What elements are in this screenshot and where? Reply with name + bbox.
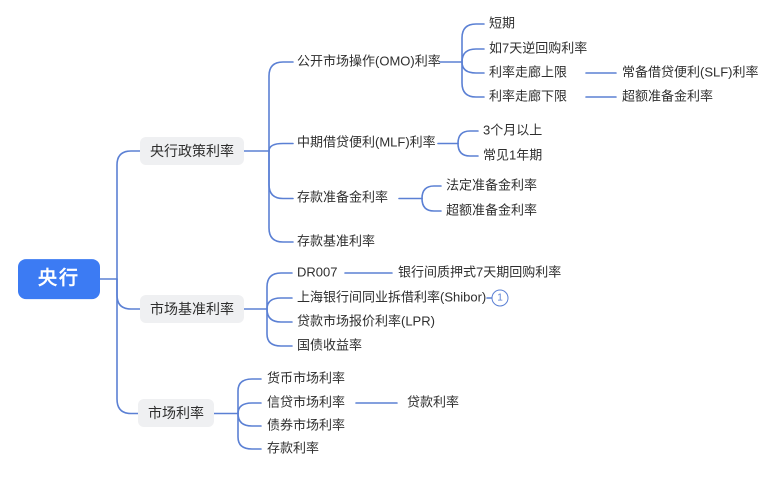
node-dr007[interactable]: DR007 [297,264,338,280]
node-short-term[interactable]: 短期 [489,15,516,31]
node-rate-corridor-upper[interactable]: 利率走廊上限 [489,64,568,80]
node-slf-rate[interactable]: 常备借贷便利(SLF)利率 [622,64,759,80]
node-central-bank-root[interactable]: 央行 [18,259,101,299]
node-7day-reverse-repo[interactable]: 如7天逆回购利率 [489,40,588,56]
node-lpr[interactable]: 贷款市场报价利率(LPR) [297,313,435,329]
node-interbank-pledged-7day-repo-rate[interactable]: 银行间质押式7天期回购利率 [398,264,562,280]
node-loan-rate[interactable]: 贷款利率 [407,394,460,410]
node-treasury-yield[interactable]: 国债收益率 [297,337,363,353]
node-bond-market-rate[interactable]: 债券市场利率 [267,417,346,433]
node-excess-reserve-rate-corridor[interactable]: 超额准备金利率 [622,88,714,104]
node-statutory-reserve-rate[interactable]: 法定准备金利率 [446,177,538,193]
node-market-benchmark-rate[interactable]: 市场基准利率 [140,294,244,324]
node-common-1-year[interactable]: 常见1年期 [483,147,543,163]
node-market-rate[interactable]: 市场利率 [138,398,214,428]
node-excess-reserve-rate[interactable]: 超额准备金利率 [446,202,538,218]
node-deposit-rate[interactable]: 存款利率 [267,440,320,456]
node-mlf-rate[interactable]: 中期借贷便利(MLF)利率 [297,134,436,150]
node-omo-rate[interactable]: 公开市场操作(OMO)利率 [297,53,441,69]
node-credit-market-rate[interactable]: 信贷市场利率 [267,394,346,410]
node-shibor[interactable]: 上海银行间同业拆借利率(Shibor) [297,289,487,305]
shibor-note-badge[interactable]: 1 [491,289,509,307]
node-3-month-plus[interactable]: 3个月以上 [483,122,543,138]
node-central-bank-policy-rate[interactable]: 央行政策利率 [140,136,244,166]
node-rate-corridor-lower[interactable]: 利率走廊下限 [489,88,568,104]
node-reserve-requirement-rate[interactable]: 存款准备金利率 [297,189,389,205]
node-money-market-rate[interactable]: 货币市场利率 [267,370,346,386]
node-deposit-benchmark-rate[interactable]: 存款基准利率 [297,233,376,249]
